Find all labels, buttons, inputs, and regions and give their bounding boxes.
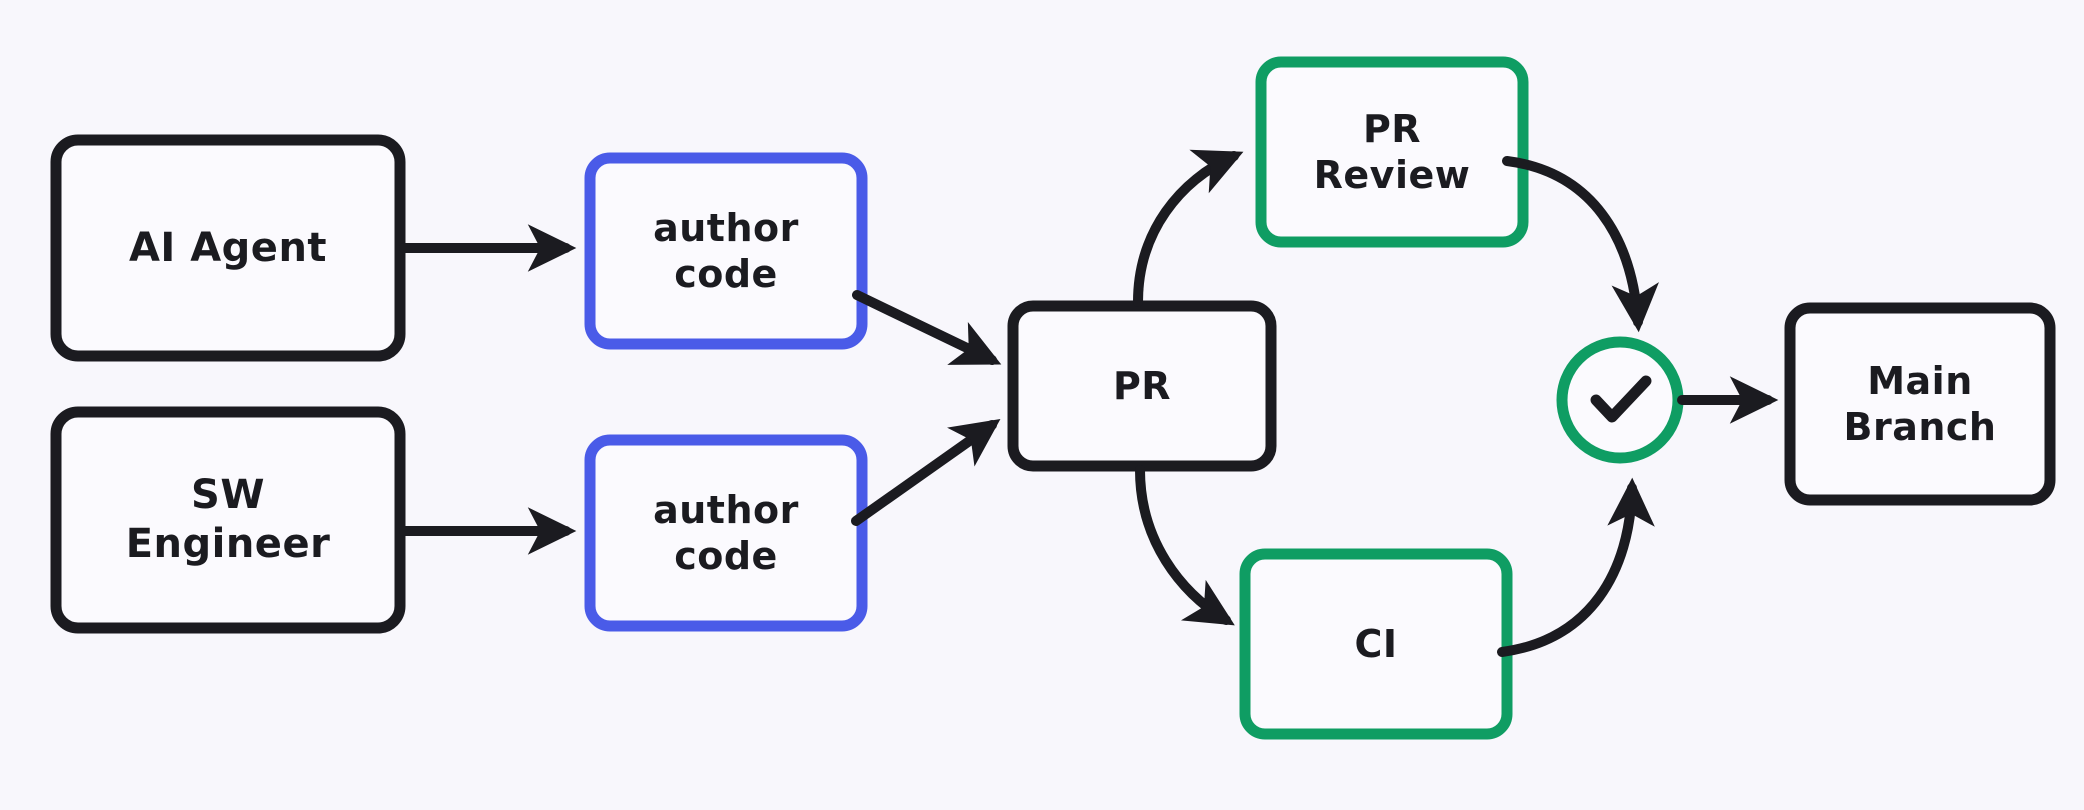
node-pr-box[interactable] (1007, 300, 1277, 472)
node-sw-engineer-box[interactable] (50, 406, 406, 634)
edge-author-code-top-to-pr (852, 290, 1002, 365)
check-icon (1590, 375, 1652, 423)
edge-ci-to-approval-check (1497, 477, 1655, 657)
edge-pr-to-pr-review (1133, 149, 1244, 307)
node-author-code-top-box[interactable] (584, 152, 868, 350)
edge-author-code-bottom-to-pr (851, 419, 1001, 526)
node-main-branch-box[interactable] (1784, 302, 2056, 506)
edge-pr-review-to-approval-check (1502, 156, 1659, 333)
node-ci-box[interactable] (1239, 548, 1513, 740)
node-pr-review-box[interactable] (1255, 56, 1529, 248)
node-author-code-bottom-box[interactable] (584, 434, 868, 632)
edge-pr-to-ci (1135, 465, 1235, 626)
node-ai-agent-box[interactable] (50, 134, 406, 362)
node-approval-check-circle[interactable] (1556, 336, 1684, 464)
edges (399, 149, 1779, 657)
node-shapes (50, 56, 2056, 740)
